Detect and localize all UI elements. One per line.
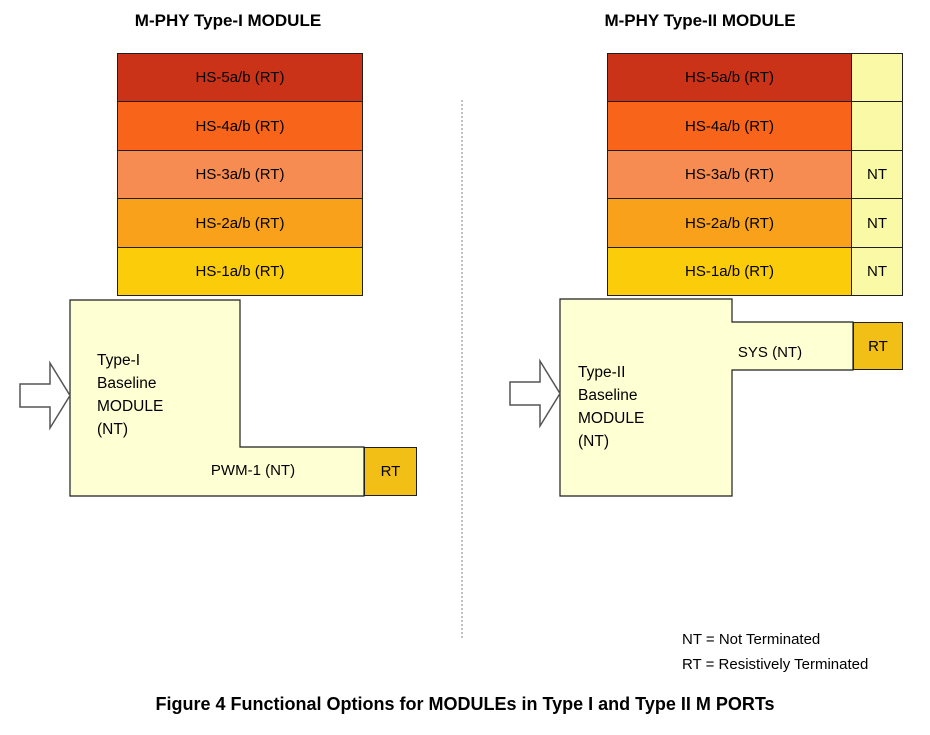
type-i-hs1-label: HS-1a/b (RT) <box>195 263 285 280</box>
nt-cell-hs1-label: NT <box>867 263 887 280</box>
type-ii-hs1-label: HS-1a/b (RT) <box>685 263 774 280</box>
type-i-baseline-label: Type-I Baseline MODULE (NT) <box>97 352 164 438</box>
type-i-hs5-label: HS-5a/b (RT) <box>195 69 285 86</box>
type-i-hs4-label: HS-4a/b (RT) <box>195 117 285 135</box>
type-i-rt-label: RT <box>380 463 401 480</box>
nt-cell-hs5 <box>851 53 903 102</box>
type-ii-rt-label: RT <box>868 337 888 355</box>
type-ii-hs5-label: HS-5a/b (RT) <box>685 69 774 86</box>
type-ii-hs4-bar: HS-4a/b (RT) <box>607 101 852 151</box>
type-ii-hs2-bar: HS-2a/b (RT) <box>607 198 852 248</box>
nt-cell-hs2: NT <box>851 198 903 248</box>
type-i-rt-box: RT <box>364 447 417 496</box>
sys-strip-label: SYS (NT) <box>737 344 803 361</box>
figure-caption: Figure 4 Functional Options for MODULEs … <box>155 694 775 714</box>
nt-cell-hs3: NT <box>851 150 903 199</box>
type-i-hs2-label: HS-2a/b (RT) <box>195 214 285 232</box>
type-ii-baseline-shape <box>559 298 854 497</box>
type-ii-module-title: M-PHY Type-II MODULE <box>604 11 796 30</box>
type-ii-hs1-bar: HS-1a/b (RT) <box>607 247 852 296</box>
type-i-hs4-bar: HS-4a/b (RT) <box>117 101 363 151</box>
type-ii-hs3-label: HS-3a/b (RT) <box>685 166 774 183</box>
left-arrow-icon <box>19 360 71 431</box>
type-i-hs5-bar: HS-5a/b (RT) <box>117 53 363 102</box>
nt-cell-hs3-label: NT <box>867 166 887 183</box>
type-i-hs2-bar: HS-2a/b (RT) <box>117 198 363 248</box>
type-ii-baseline-label: Type-II Baseline MODULE (NT) <box>578 364 645 450</box>
type-i-module-title: M-PHY Type-I MODULE <box>134 11 322 30</box>
type-ii-hs3-bar: HS-3a/b (RT) <box>607 150 852 199</box>
nt-cell-hs2-label: NT <box>867 214 887 232</box>
pwm-strip-label: PWM-1 (NT) <box>210 462 296 479</box>
nt-cell-hs1: NT <box>851 247 903 296</box>
right-arrow-icon <box>509 358 561 429</box>
type-ii-hs4-label: HS-4a/b (RT) <box>685 117 774 135</box>
type-ii-hs2-label: HS-2a/b (RT) <box>685 214 774 232</box>
type-i-hs3-bar: HS-3a/b (RT) <box>117 150 363 199</box>
type-ii-rt-box: RT <box>853 322 903 370</box>
legend-nt: NT = Not Terminated <box>682 631 821 648</box>
legend-rt: RT = Resistively Terminated <box>682 656 869 673</box>
type-i-hs1-bar: HS-1a/b (RT) <box>117 247 363 296</box>
type-i-hs3-label: HS-3a/b (RT) <box>195 166 285 183</box>
nt-cell-hs4 <box>851 101 903 151</box>
type-ii-hs5-bar: HS-5a/b (RT) <box>607 53 852 102</box>
